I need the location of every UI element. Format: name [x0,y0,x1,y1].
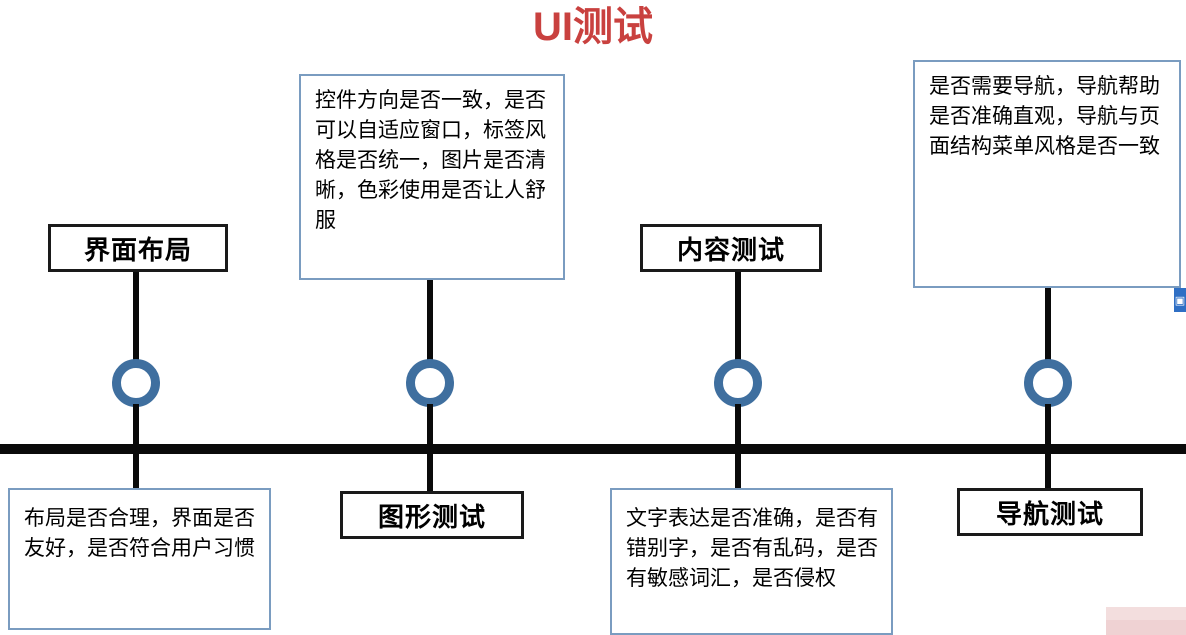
connector-stem-2-top [427,280,433,362]
milestone-label-3[interactable]: 内容测试 [640,224,822,272]
right-edge-widget-icon[interactable]: ▣ [1174,288,1186,312]
bottom-right-decoration [1106,607,1186,635]
milestone-label-1[interactable]: 界面布局 [48,224,228,272]
bottom-right-decoration-band [1106,620,1186,635]
timeline-node-4[interactable] [1024,359,1072,407]
timeline-axis [0,444,1186,454]
timeline-node-2[interactable] [406,359,454,407]
timeline-node-3[interactable] [714,359,762,407]
milestone-description-3: 文字表达是否准确，是否有错别字，是否有乱码，是否有敏感词汇，是否侵权 [610,488,893,635]
connector-stem-1-top [133,272,139,362]
milestone-description-1: 布局是否合理，界面是否友好，是否符合用户习惯 [8,488,271,630]
connector-stem-3-top [735,272,741,362]
timeline-node-1[interactable] [112,359,160,407]
milestone-description-4: 是否需要导航，导航帮助是否准确直观，导航与页面结构菜单风格是否一致 [913,60,1181,288]
page-title: UI测试 [533,5,653,49]
milestone-label-4[interactable]: 导航测试 [957,488,1143,536]
milestone-description-2: 控件方向是否一致，是否可以自适应窗口，标签风格是否统一，图片是否清晰，色彩使用是… [299,74,565,280]
connector-stem-4-top [1045,288,1051,362]
milestone-label-2[interactable]: 图形测试 [340,491,524,539]
